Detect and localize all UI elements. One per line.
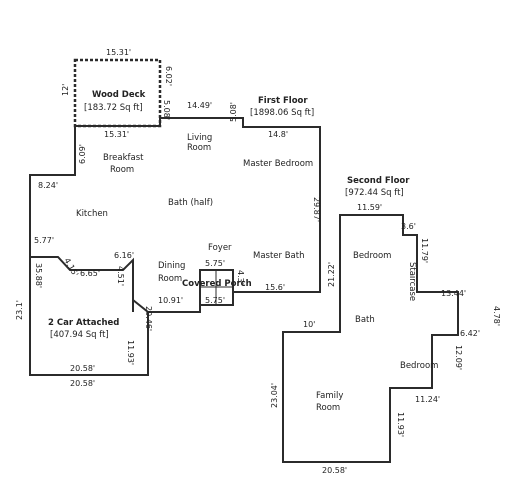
dim-label: 12.09' (454, 345, 463, 370)
dim-label: 15.31' (104, 130, 129, 139)
dim-label: 3.6' (401, 222, 416, 231)
dim-label: 4.51' (116, 266, 125, 286)
first-floor-title: First Floor (258, 96, 308, 106)
dim-label: 6.09' (78, 144, 87, 164)
room-living-2: Room (187, 143, 211, 153)
room-dining-2: Room (158, 274, 182, 284)
dim-label: 14.49' (187, 101, 212, 110)
dim-label: 5.75' (205, 259, 225, 268)
dim-label: 12' (61, 84, 70, 96)
room-family-2: Room (316, 403, 340, 413)
dim-label: 14.8' (268, 130, 288, 139)
dim-label: 11.93' (126, 340, 135, 365)
dim-label: 4.78' (492, 306, 501, 326)
dim-label: 15.31' (106, 48, 131, 57)
wood-deck-title: Wood Deck (92, 90, 146, 100)
garage-area: [407.94 Sq ft] (50, 330, 109, 340)
dim-label: 11.93' (396, 412, 405, 437)
dim-label: 5.77' (34, 236, 54, 245)
room-bath-half: Bath (half) (168, 198, 213, 208)
room-breakfast: Breakfast (103, 153, 144, 163)
dim-label: 23.04' (270, 383, 279, 408)
dim-label: 5.08' (229, 102, 238, 122)
room-staircase: Staircase (407, 262, 417, 301)
dim-label: 4.15' (62, 257, 80, 279)
dim-label: 35.88' (34, 263, 43, 288)
dim-label: 20.58' (70, 379, 95, 388)
room-breakfast-2: Room (110, 165, 134, 175)
dim-label: 8.24' (38, 181, 58, 190)
dim-label: 11.59' (357, 203, 382, 212)
dim-label: 6.42' (460, 329, 480, 338)
garage-title: 2 Car Attached (48, 318, 119, 328)
dim-label: 11.79' (420, 238, 429, 263)
covered-porch-outline (199, 269, 234, 306)
first-floor-area: [1898.06 Sq ft] (250, 108, 314, 118)
second-floor-outline (282, 214, 459, 463)
wood-deck-area: [183.72 Sq ft] (84, 103, 143, 113)
garage-partition (30, 256, 149, 313)
room-family: Family (316, 391, 343, 401)
room-dining: Dining (158, 261, 185, 271)
room-living: Living (187, 133, 212, 143)
room-kitchen: Kitchen (76, 209, 108, 219)
dim-label: 13.44' (441, 289, 466, 298)
room-bedroom-upper: Bedroom (353, 251, 391, 261)
dim-label: 10.91' (158, 296, 183, 305)
dim-label: 29.87' (312, 197, 321, 222)
second-floor-area: [972.44 Sq ft] (345, 188, 404, 198)
dim-label: 10' (303, 320, 315, 329)
dim-label: 15.6' (265, 283, 285, 292)
dim-label: 20.58' (70, 364, 95, 373)
dim-label: 20.46' (144, 306, 153, 331)
dim-label: 21.22' (327, 262, 336, 287)
dim-label: 6.16' (114, 251, 134, 260)
dim-label: 4.3' (236, 270, 245, 285)
covered-porch-label: Covered Porch (182, 279, 252, 289)
room-master-bath: Master Bath (253, 251, 305, 261)
room-bath: Bath (355, 315, 375, 325)
dim-label: 23.1' (15, 300, 24, 320)
dim-label: 11.24' (415, 395, 440, 404)
wood-deck-outline (73, 58, 162, 128)
room-master-bedroom: Master Bedroom (243, 159, 313, 169)
dim-label: 20.58' (322, 466, 347, 475)
room-bedroom-lower: Bedroom (400, 361, 438, 371)
dim-label: 5.08' (162, 100, 171, 120)
dim-label: 5.75' (205, 296, 225, 305)
dim-label: 6.02' (164, 66, 173, 86)
room-foyer: Foyer (208, 243, 232, 253)
dim-label: 6.65' (80, 269, 100, 278)
second-floor-title: Second Floor (347, 176, 410, 186)
